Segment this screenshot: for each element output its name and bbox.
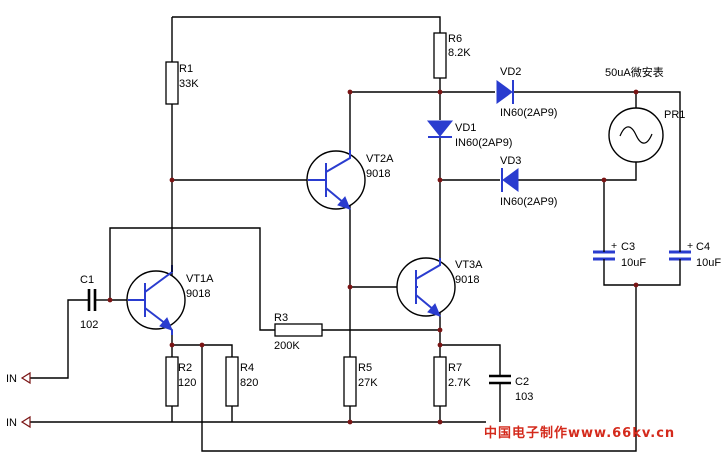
r7-ref: R7	[448, 362, 462, 374]
transistor-vt2: VT2A 9018	[306, 150, 394, 210]
transistor-vt3: VT3A 9018	[396, 257, 483, 317]
resistor-r5: R5 27K	[343, 356, 378, 407]
microammeter-pr1: PR1 50uA微安表	[605, 65, 685, 163]
vd2-ref: VD2	[500, 66, 521, 78]
c2-ref: C2	[515, 376, 529, 388]
vt2-value: 9018	[366, 168, 390, 180]
diode-vd1: VD1 IN60(2AP9)	[426, 120, 512, 149]
capacitor-c2: C2 103	[489, 374, 533, 413]
wires	[30, 16, 681, 452]
transistor-vt1: VT1A 9018	[126, 265, 214, 335]
diode-vd3: VD3 IN60(2AP9)	[500, 155, 557, 208]
resistor-r1: R1 33K	[165, 61, 199, 105]
pr1-title: 50uA微安表	[605, 65, 664, 79]
capacitor-c4: + C4 10uF	[669, 240, 721, 269]
r6-ref: R6	[448, 33, 462, 45]
c3-value: 10uF	[621, 257, 646, 269]
site-watermark: 中国电子制作www.66kv.cn	[484, 425, 675, 441]
c2-value: 103	[515, 391, 533, 403]
vd1-ref: VD1	[455, 122, 476, 134]
resistor-r3: R3 200K	[274, 312, 323, 352]
vt3-ref: VT3A	[455, 259, 483, 271]
r4-ref: R4	[240, 362, 254, 374]
vd1-value: IN60(2AP9)	[455, 137, 512, 149]
resistor-r2: R2 120	[165, 356, 196, 407]
r5-ref: R5	[358, 362, 372, 374]
in-label-bottom: IN	[6, 417, 17, 429]
r3-value: 200K	[274, 340, 300, 352]
c4-value: 10uF	[696, 257, 721, 269]
input-terminal-bottom: IN	[6, 415, 31, 429]
vt1-ref: VT1A	[186, 273, 214, 285]
r7-value: 2.7K	[448, 377, 471, 389]
r2-value: 120	[178, 377, 196, 389]
r6-value: 8.2K	[448, 47, 471, 59]
c1-value: 102	[80, 319, 98, 331]
resistor-r6: R6 8.2K	[433, 32, 471, 79]
c1-ref: C1	[80, 274, 94, 286]
vd3-value: IN60(2AP9)	[500, 196, 557, 208]
c4-polarity: +	[687, 240, 693, 252]
vd3-ref: VD3	[500, 155, 521, 167]
vt2-ref: VT2A	[366, 153, 394, 165]
capacitor-c1: C1 102	[80, 274, 98, 331]
input-terminal-top: IN	[6, 371, 31, 385]
resistor-r7: R7 2.7K	[433, 356, 471, 407]
c4-ref: C4	[696, 241, 710, 253]
in-label-top: IN	[6, 373, 17, 385]
r1-ref: R1	[179, 63, 193, 75]
junction-dots	[107, 89, 639, 425]
r4-value: 820	[240, 377, 258, 389]
c3-polarity: +	[611, 240, 617, 252]
c3-ref: C3	[621, 241, 635, 253]
r1-value: 33K	[179, 78, 199, 90]
vd2-value: IN60(2AP9)	[500, 107, 557, 119]
vt3-value: 9018	[455, 274, 479, 286]
diode-vd2: VD2 IN60(2AP9)	[496, 66, 557, 119]
sine-wave-icon	[619, 126, 653, 144]
r3-ref: R3	[274, 312, 288, 324]
r5-value: 27K	[358, 377, 378, 389]
r2-ref: R2	[178, 362, 192, 374]
vt1-value: 9018	[186, 288, 210, 300]
pr1-ref: PR1	[664, 109, 685, 121]
resistor-r4: R4 820	[225, 356, 258, 407]
capacitor-c3: + C3 10uF	[593, 240, 646, 269]
